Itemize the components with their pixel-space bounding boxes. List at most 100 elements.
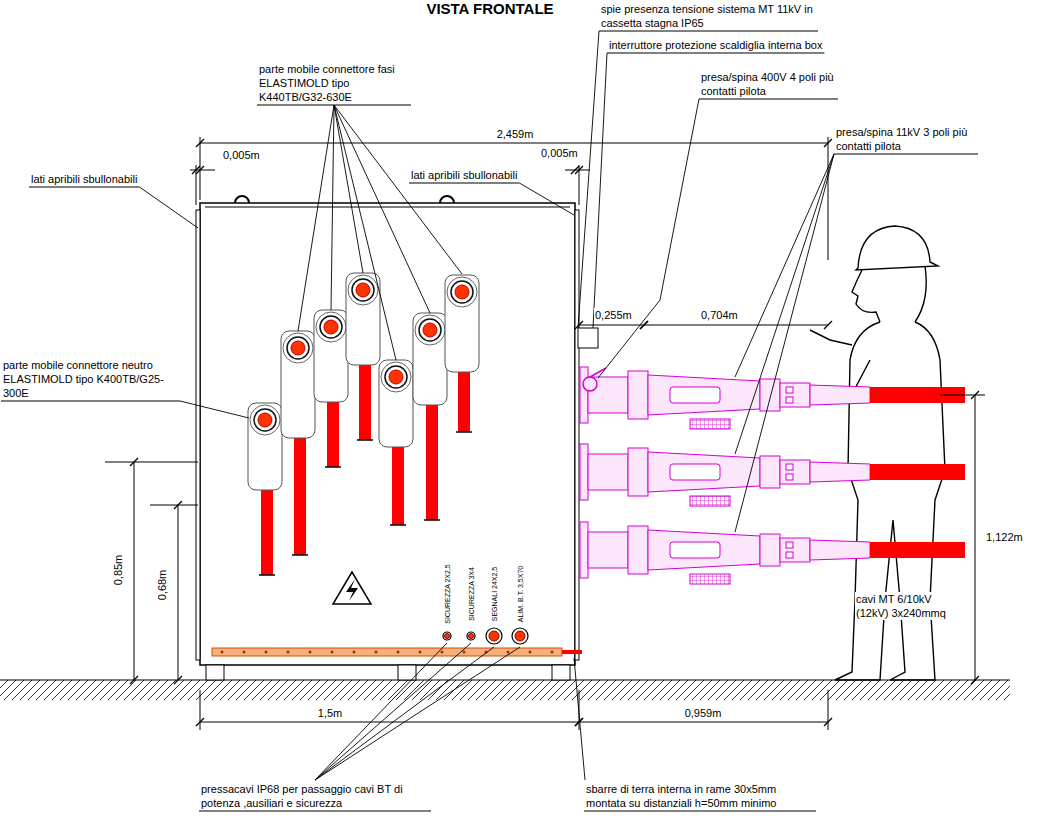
connector-body [445,275,479,372]
earth-bar-bolt [287,651,290,654]
lv-plug-lever [590,368,606,377]
connector-core [455,285,469,299]
dimension-tick [824,321,832,329]
plug-ring [760,534,780,566]
connector-bar [359,365,371,440]
connector-core [356,283,370,297]
leader-line [598,99,699,378]
extension-line [940,395,985,396]
plug-pilot [786,542,793,548]
cable-gland-core [445,634,450,639]
dimension-tick [196,166,204,174]
rotated-label: ALIM. B.T. 3,5X70 [516,565,525,623]
callout-label: parte mobile connettore neutro ELASTIMOL… [2,358,179,400]
rotated-label: SICUREZZA 2X2,5 [443,563,452,625]
extension-line [828,690,829,730]
dimension-line [579,325,644,326]
earth-bar-bolt [265,651,268,654]
connector-bar [458,372,470,432]
earth-bar-bolt [309,651,312,654]
connector-ring [287,337,309,359]
plug-cable-sleeve [810,540,870,560]
earth-bar-bolt [375,651,378,654]
plug-ring [760,379,780,411]
label-underline [1,401,180,402]
lifting-eye [440,196,454,203]
plug-flange [580,367,588,423]
extension-line [200,137,201,200]
housing-body [200,203,575,665]
connector-core [423,323,437,337]
label-underline [699,99,838,100]
cable-gland [443,632,451,640]
leader-line [315,647,494,780]
connector-bar [392,447,404,525]
dimension-label: 0,005m [540,146,579,160]
callout-label: interruttore protezione scaldiglia inter… [608,38,823,52]
dimension-tick [971,391,979,399]
connector-bar-end [357,439,373,441]
housing-roof-line [205,207,570,208]
plug-ring [760,456,780,488]
connector-bar-end [390,524,406,526]
connector-ring [283,333,313,363]
plug-coupling [588,454,628,490]
dimension-line [200,722,579,723]
dimension-line [975,395,976,680]
callout-label: presa/spina 400V 4 poli più contatti pil… [700,70,837,98]
connector-bar [426,405,438,520]
cable-gland-core [489,631,499,641]
ground-hatch [0,680,1010,700]
connector-core [324,320,338,334]
connector-ring [381,362,411,392]
rotated-label: 0,85m [111,554,125,587]
plug-cable-sleeve [810,462,870,482]
dimension-tick [174,676,182,684]
plug-tail [780,383,810,407]
plug-collar [628,371,648,419]
connector-bar-end [325,466,341,468]
plug-handle [670,542,720,558]
leader-line [139,187,198,228]
plug-pilot [786,397,793,403]
mt-cable [870,542,965,558]
plug-collar [628,448,648,496]
callout-label: parte mobile connettore fasi ELASTIMOLD … [258,62,410,104]
cable-gland [512,628,528,644]
earth-bar-bolt [463,651,466,654]
plug-tail [780,460,810,484]
leader-line [519,183,574,215]
extension-line [200,690,201,730]
connector-ring [451,281,473,303]
connector-ring [415,315,445,345]
dimension-line [565,170,590,171]
connector-bar-end [292,554,308,556]
connector-body [379,360,413,447]
plug-grid [690,419,730,429]
leader-line [593,53,607,328]
rotated-label: 0,68m [155,569,169,602]
dimension-label: 1,122m [985,530,1024,544]
extension-line [150,505,198,506]
connector-body [314,310,348,402]
cable-gland-core [469,634,474,639]
earth-bar-bolt [243,651,246,654]
leader-line [315,643,471,780]
label-underline [834,154,978,155]
connector-ring [447,277,477,307]
dimension-tick [130,676,138,684]
plug-flange [580,522,588,578]
warning-triangle [333,572,371,604]
leader-line [334,105,363,273]
cable-gland [467,632,475,640]
connector-ring [348,275,378,305]
label-underline [599,31,818,32]
dimension-label: 0,704m [700,308,739,322]
dimension-tick [174,501,182,509]
connector-bar [261,490,273,575]
cable-gland [486,628,502,644]
earth-bar-bolt [331,651,334,654]
dimension-label: 0,005m [222,148,261,162]
label-underline [607,53,824,54]
